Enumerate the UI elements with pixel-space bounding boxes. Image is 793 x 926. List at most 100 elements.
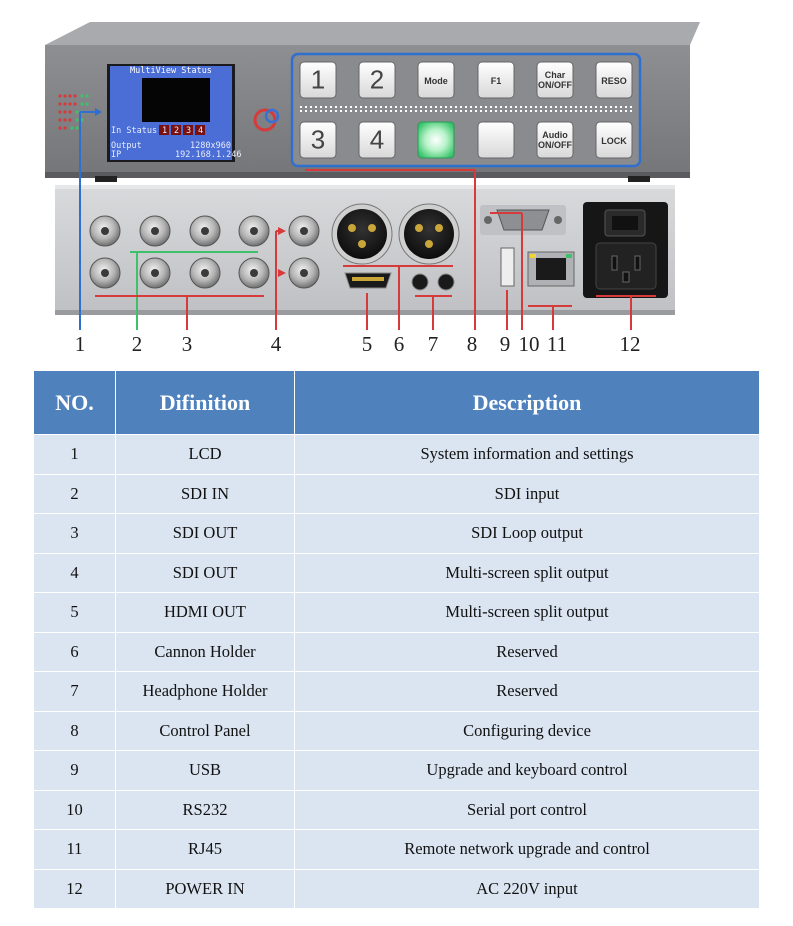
cell-description: Reserved — [294, 631, 760, 672]
cell-description: Reserved — [294, 671, 760, 712]
power-inlet-icon — [583, 202, 668, 298]
cell-no: 12 — [33, 868, 116, 909]
cell-definition: SDI IN — [115, 473, 295, 514]
callout-5: 5 — [361, 332, 373, 356]
cell-description: Configuring device — [294, 710, 760, 751]
cell-no: 10 — [33, 789, 116, 830]
cell-description: AC 220V input — [294, 868, 760, 909]
cell-description: System information and settings — [294, 434, 760, 475]
cell-definition: Control Panel — [115, 710, 295, 751]
lcd-ip-label: IP — [111, 150, 122, 160]
sdi-in-callout-line — [130, 251, 258, 330]
callout-3: 3 — [181, 332, 193, 356]
lcd-channel-1: 1 — [162, 126, 168, 136]
lcd-preview — [142, 78, 210, 122]
cell-no: 4 — [33, 552, 116, 593]
device-illustration: MultiView Status In Status 1 2 3 4 Outpu… — [0, 0, 793, 365]
cell-no: 5 — [33, 592, 116, 633]
lcd-title: MultiView Status — [130, 66, 212, 76]
lcd-ip-value: 192.168.1.246 — [175, 150, 242, 160]
front-keys — [299, 61, 633, 159]
front-unit — [45, 22, 700, 182]
lcd-channel-3: 3 — [186, 126, 192, 136]
lcd-channel-4: 4 — [198, 126, 204, 136]
cell-definition: POWER IN — [115, 868, 295, 909]
callout-12: 12 — [619, 332, 641, 356]
cell-no: 2 — [33, 473, 116, 514]
key-mode[interactable]: Mode — [424, 76, 448, 86]
callout-9: 9 — [499, 332, 511, 356]
callout-11: 11 — [546, 332, 568, 356]
cell-no: 7 — [33, 671, 116, 712]
cell-no: 1 — [33, 434, 116, 475]
cell-description: Multi-screen split output — [294, 552, 760, 593]
cell-definition: Headphone Holder — [115, 671, 295, 712]
key-3[interactable]: 3 — [310, 124, 326, 155]
header-description: Description — [294, 370, 760, 435]
cell-definition: LCD — [115, 434, 295, 475]
lcd-callout-line — [79, 111, 95, 330]
cell-description: Serial port control — [294, 789, 760, 830]
key-1[interactable]: 1 — [310, 64, 326, 95]
device-drawing — [45, 22, 700, 330]
xlr-connectors — [331, 203, 460, 265]
key-2[interactable]: 2 — [369, 64, 385, 95]
cell-no: 11 — [33, 829, 116, 870]
key-audio-onoff[interactable]: Audio ON/OFF — [538, 130, 572, 150]
bnc-connectors — [89, 215, 320, 289]
cell-description: SDI Loop output — [294, 513, 760, 554]
callout-4: 4 — [270, 332, 282, 356]
header-no: NO. — [33, 370, 116, 435]
lcd-output-label: Output — [111, 141, 142, 151]
cell-definition: RJ45 — [115, 829, 295, 870]
cell-definition: HDMI OUT — [115, 592, 295, 633]
hdmi-port-icon — [344, 272, 392, 289]
key-4[interactable]: 4 — [369, 124, 385, 155]
red-callout-lines — [95, 169, 656, 330]
callout-1: 1 — [74, 332, 86, 356]
key-lock[interactable]: LOCK — [601, 136, 627, 146]
usb-port-icon — [500, 247, 515, 287]
cell-description: Upgrade and keyboard control — [294, 750, 760, 791]
callout-7: 7 — [427, 332, 439, 356]
cell-description: SDI input — [294, 473, 760, 514]
header-definition: Difinition — [115, 370, 295, 435]
callout-8: 8 — [466, 332, 478, 356]
lcd-output-value: 1280x960 — [190, 141, 231, 151]
cell-definition: SDI OUT — [115, 552, 295, 593]
cell-definition: USB — [115, 750, 295, 791]
cell-description: Remote network upgrade and control — [294, 829, 760, 870]
cell-definition: Cannon Holder — [115, 631, 295, 672]
cell-no: 9 — [33, 750, 116, 791]
cell-no: 6 — [33, 631, 116, 672]
callout-6: 6 — [393, 332, 405, 356]
lcd-status-label: In Status — [111, 126, 158, 136]
cell-description: Multi-screen split output — [294, 592, 760, 633]
rj45-port-icon — [527, 251, 575, 287]
callout-10: 10 — [518, 332, 540, 356]
key-f1[interactable]: F1 — [490, 76, 502, 86]
cell-no: 8 — [33, 710, 116, 751]
cell-definition: SDI OUT — [115, 513, 295, 554]
table-header-row: NO. Difinition Description — [33, 370, 760, 435]
key-char-onoff[interactable]: Char ON/OFF — [538, 70, 572, 90]
callout-2: 2 — [131, 332, 143, 356]
cell-definition: RS232 — [115, 789, 295, 830]
rear-unit — [55, 185, 675, 315]
key-reso[interactable]: RESO — [601, 76, 627, 86]
brand-logo-icon — [253, 108, 280, 132]
lcd-channel-2: 2 — [174, 126, 180, 136]
